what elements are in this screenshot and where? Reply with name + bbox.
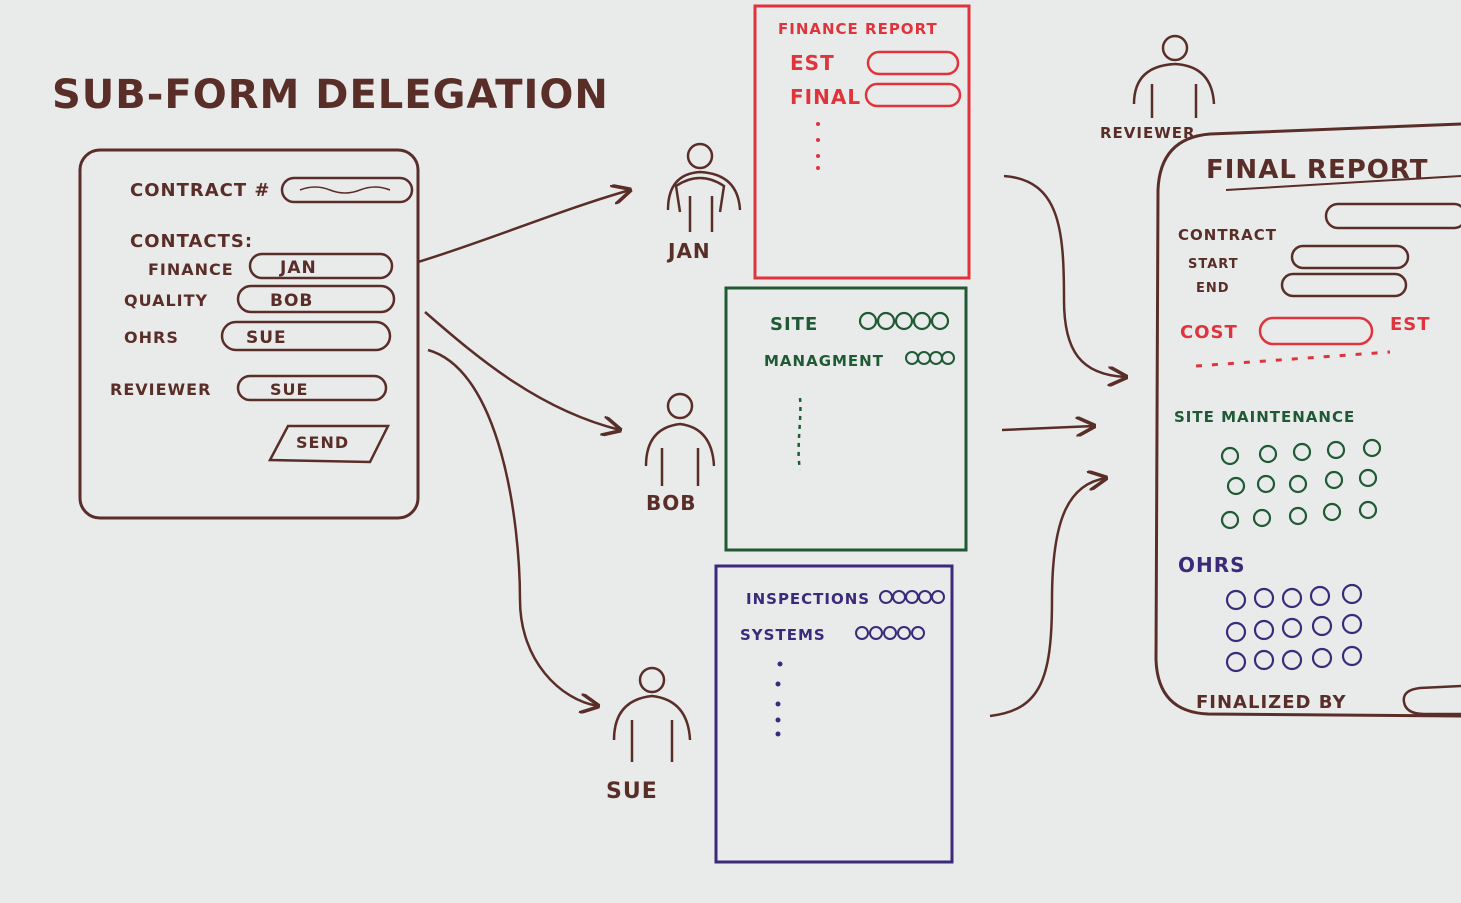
- contract-field[interactable]: [280, 176, 414, 204]
- contact-label-quality: QUALITY: [124, 291, 208, 310]
- reviewer-field[interactable]: [236, 374, 388, 402]
- final-report-title-underline: [1225, 175, 1461, 191]
- arrow-finance-to-final: [1003, 174, 1126, 377]
- main-form: CONTRACT # CONTACTS: FINANCE JAN QUALITY…: [78, 148, 420, 520]
- person-bob-name: BOB: [646, 491, 697, 515]
- final-start-label: START: [1188, 257, 1239, 272]
- ohrs-field-label-inspections: INSPECTIONS: [746, 590, 870, 608]
- person-bob-icon: [644, 392, 716, 486]
- ohrs-subform: INSPECTIONS SYSTEMS: [714, 564, 954, 864]
- arrow-to-jan: [417, 190, 630, 264]
- final-report-frame: [1154, 122, 1461, 718]
- finance-subform-frame: [753, 4, 971, 280]
- final-cost-field[interactable]: [1258, 316, 1374, 346]
- ohrs-inspections-rating[interactable]: [879, 590, 945, 604]
- final-site-ratings: [1220, 438, 1382, 530]
- person-jan-icon: [666, 142, 742, 232]
- finance-field-est[interactable]: [866, 50, 960, 76]
- final-end-field[interactable]: [1280, 272, 1408, 298]
- final-contract-label: CONTRACT: [1178, 226, 1277, 244]
- quality-subform: SITE MANAGMENT: [724, 286, 968, 552]
- quality-field-label-managment: MANAGMENT: [764, 352, 884, 370]
- send-button[interactable]: SEND: [267, 424, 391, 464]
- person-reviewer-name: REVIEWER: [1100, 124, 1196, 142]
- send-button-label[interactable]: SEND: [296, 433, 349, 452]
- main-form-frame: [78, 148, 420, 520]
- arrow-to-sue: [427, 348, 598, 706]
- contacts-heading: CONTACTS:: [130, 231, 253, 252]
- final-finalized-field[interactable]: [1402, 684, 1461, 716]
- final-finalized-label: FINALIZED BY: [1196, 692, 1346, 713]
- quality-ellipsis: [797, 397, 802, 471]
- person-jan-name: JAN: [666, 239, 711, 263]
- contact-value-finance: JAN: [279, 258, 317, 278]
- final-cost-label: COST: [1180, 322, 1238, 343]
- quality-subform-frame: [724, 286, 968, 552]
- arrow-ohrs-to-final: [989, 478, 1106, 718]
- ohrs-ellipsis: [775, 661, 783, 737]
- contact-value-ohrs: SUE: [246, 328, 287, 348]
- finance-ellipsis: [816, 122, 820, 170]
- quality-managment-rating[interactable]: [905, 351, 955, 365]
- contact-label-finance: FINANCE: [148, 260, 234, 279]
- arrow-to-bob: [424, 311, 620, 430]
- person-sue-icon: [612, 666, 692, 762]
- final-cost-divider: [1195, 350, 1391, 368]
- contact-field-quality[interactable]: [236, 284, 396, 314]
- contact-field-ohrs[interactable]: [220, 320, 392, 352]
- ohrs-field-label-systems: SYSTEMS: [740, 626, 826, 644]
- contract-field-scribble: [299, 186, 391, 194]
- reviewer-value: SUE: [270, 380, 308, 399]
- finance-field-label-final: FINAL: [790, 85, 861, 109]
- ohrs-subform-frame: [714, 564, 954, 864]
- reviewer-label: REVIEWER: [110, 380, 211, 399]
- final-ohrs-ratings: [1225, 583, 1363, 673]
- final-est-label: EST: [1390, 314, 1431, 335]
- quality-field-label-site: SITE: [770, 314, 818, 335]
- contract-label: CONTRACT #: [130, 180, 270, 201]
- finance-field-label-est: EST: [790, 51, 835, 75]
- contact-field-finance[interactable]: [248, 252, 394, 280]
- contact-label-ohrs: OHRS: [124, 328, 179, 347]
- finance-field-final[interactable]: [864, 82, 962, 108]
- ohrs-systems-rating[interactable]: [855, 626, 925, 640]
- final-report-form: FINAL REPORT CONTRACT START END COST EST…: [1154, 122, 1461, 718]
- final-contract-field[interactable]: [1324, 202, 1461, 230]
- final-site-heading: SITE MAINTENANCE: [1174, 408, 1355, 426]
- contact-value-quality: BOB: [270, 291, 313, 311]
- quality-site-rating[interactable]: [858, 311, 950, 331]
- person-reviewer-icon: [1132, 34, 1216, 118]
- send-button-shape[interactable]: [267, 424, 391, 464]
- arrow-quality-to-final: [1001, 426, 1094, 430]
- finance-subform-title: FINANCE REPORT: [778, 20, 938, 38]
- person-sue-name: SUE: [606, 779, 658, 804]
- diagram-title: SUB-FORM DELEGATION: [52, 72, 609, 118]
- finance-subform: FINANCE REPORT EST FINAL: [753, 4, 971, 280]
- final-ohrs-heading: OHRS: [1178, 553, 1246, 577]
- final-end-label: END: [1196, 281, 1230, 296]
- final-start-field[interactable]: [1290, 244, 1410, 270]
